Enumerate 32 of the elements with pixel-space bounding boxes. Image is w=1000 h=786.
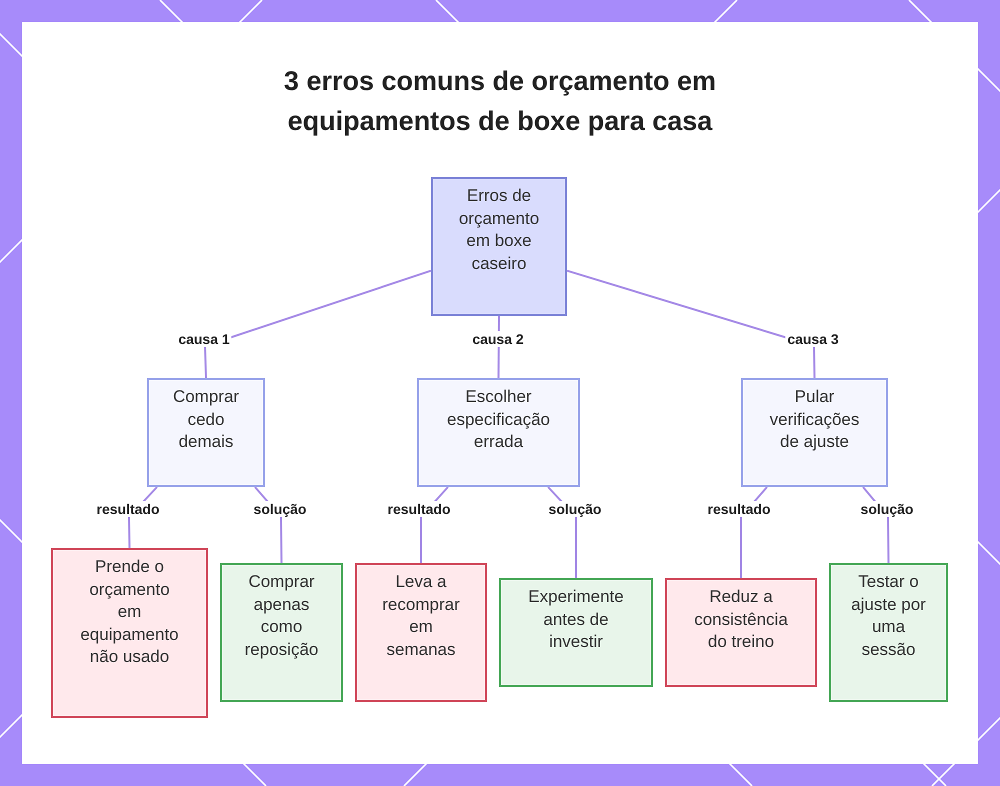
edge-label: resultado	[94, 501, 162, 517]
edge-label: causa 1	[176, 331, 232, 347]
node-text: Reduz a consistência do treino	[693, 586, 789, 653]
result-box	[355, 563, 487, 702]
solution-box	[499, 578, 653, 687]
node-text: Comprar apenas como reposição	[244, 571, 320, 661]
edge-label: solução	[252, 501, 308, 517]
edge-label: causa 3	[785, 331, 841, 347]
cause-box	[147, 378, 265, 487]
edge-label: resultado	[386, 501, 452, 517]
edge-label: solução	[546, 501, 604, 517]
edge-label: resultado	[706, 501, 772, 517]
node-text: Leva a recomprar em semanas	[381, 571, 461, 660]
node-text: Testar o ajuste por uma sessão	[850, 571, 927, 660]
topic-box	[431, 177, 567, 316]
node-text: Erros de orçamento em boxe caseiro	[458, 185, 540, 274]
diagram-title: 3 erros comuns de orçamento em equipamentos de boxe para casa	[282, 65, 718, 138]
cause-box	[741, 378, 888, 487]
node-text: Pular verificações de ajuste	[768, 386, 860, 453]
result-box	[665, 578, 817, 687]
solution-box	[829, 563, 948, 702]
connector-line	[204, 270, 432, 378]
cause-box	[417, 378, 580, 487]
node-text: Comprar cedo demais	[172, 386, 240, 453]
node-text: Experimente antes de investir	[527, 586, 625, 653]
result-box	[51, 548, 208, 718]
solution-box	[220, 563, 343, 702]
edge-label: causa 2	[470, 331, 526, 347]
node-text: Prende o orçamento em equipamento não usado	[79, 556, 180, 668]
edge-label: solução	[858, 501, 916, 517]
node-text: Escolher especificação errada	[446, 386, 551, 453]
connector-line	[566, 270, 816, 378]
